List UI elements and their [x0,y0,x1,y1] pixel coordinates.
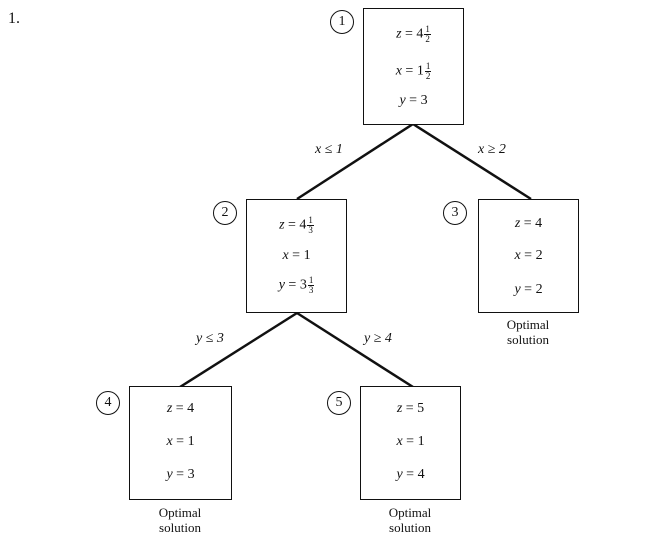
edge-2-5 [296,311,414,389]
node-5-box: z = 5 x = 1 y = 4 [360,386,461,500]
node-3-number: 3 [443,201,467,225]
node-4-box: z = 4 x = 1 y = 3 [129,386,232,500]
node-3-box: z = 4 x = 2 y = 2 [478,199,579,313]
branch-label-1-3: x ≥ 2 [478,142,506,157]
node-3-y: y = 2 [514,282,543,297]
node-3-z: z = 4 [514,216,543,231]
edge-2-4 [179,311,298,389]
node-5-z: z = 5 [396,401,425,416]
edge-1-3 [412,122,532,201]
node-4-x: x = 1 [166,434,195,449]
node-2-x: x = 1 [282,248,311,263]
node-3-x: x = 2 [514,248,543,263]
node-5-y: y = 4 [396,467,425,482]
branch-label-1-2: x ≤ 1 [315,142,343,157]
branch-label-2-5: y ≥ 4 [364,331,392,346]
edge-1-2 [296,122,414,201]
node-5-x: x = 1 [396,434,425,449]
problem-number: 1. [8,10,20,27]
node-1-y: y = 3 [399,93,428,108]
node-4-z: z = 4 [166,401,195,416]
node-5-number: 5 [327,391,351,415]
node-4-y: y = 3 [166,467,195,482]
branch-label-2-4: y ≤ 3 [196,331,224,346]
node-4-number: 4 [96,391,120,415]
node-1-number: 1 [330,10,354,34]
node-2-number: 2 [213,201,237,225]
